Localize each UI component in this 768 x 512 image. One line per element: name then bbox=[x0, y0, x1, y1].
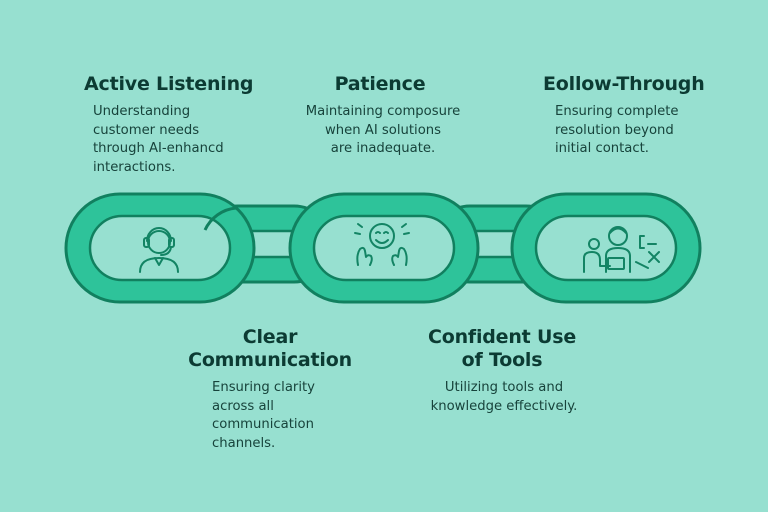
confident-use-of-tools-title: Confident Use of Tools bbox=[427, 326, 577, 371]
clear-communication-title: Clear Communication bbox=[188, 326, 352, 371]
clear-communication-description: Ensuring clarity across all communicatio… bbox=[212, 380, 315, 451]
agent-assist-translate-icon bbox=[583, 226, 660, 273]
follow-through-title: Eollow-Through bbox=[543, 73, 705, 95]
active-listening-description: Understanding customer needs through AI-… bbox=[93, 104, 224, 175]
active-listening-title: Active Listening bbox=[84, 73, 254, 95]
chain-link-large-3 bbox=[510, 192, 702, 304]
headset-agent-icon bbox=[139, 227, 179, 273]
follow-through-description: Ensuring complete resolution beyond init… bbox=[555, 104, 679, 156]
chain-link-large-1 bbox=[64, 192, 256, 304]
smiling-face-hands-icon bbox=[354, 223, 410, 266]
patience-description: Maintaining composure when AI solutions … bbox=[305, 104, 461, 156]
confident-use-of-tools-description: Utilizing tools and knowledge effectivel… bbox=[430, 380, 578, 414]
patience-title: Patience bbox=[334, 73, 426, 95]
chain-interlock-left-1 bbox=[203, 206, 237, 231]
